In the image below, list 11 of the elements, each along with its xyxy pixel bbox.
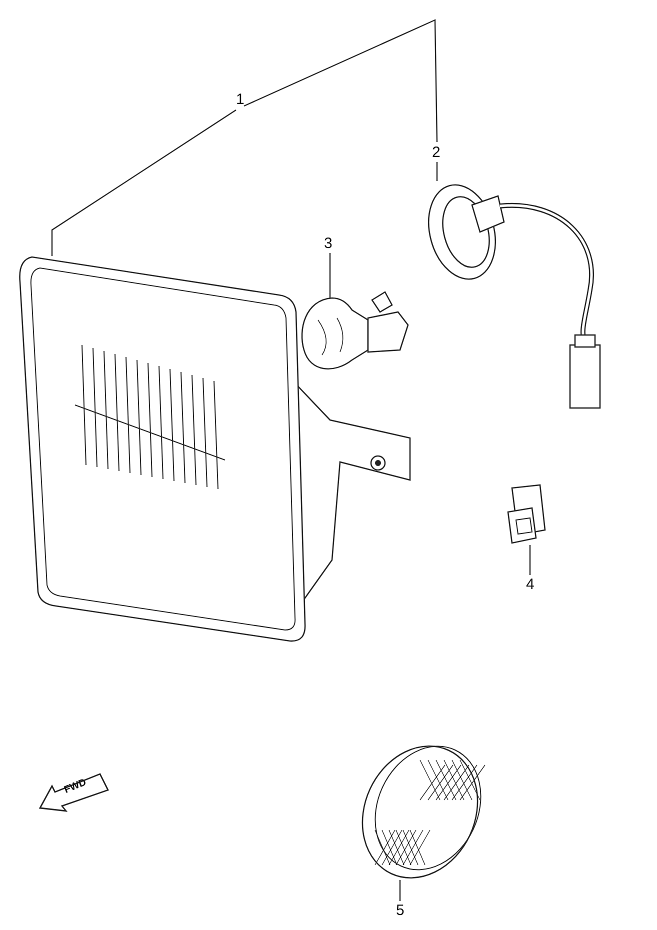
- callout-number: 1: [236, 92, 244, 108]
- direction-label: FWD: [62, 777, 88, 796]
- callout-number: 5: [396, 903, 404, 919]
- callout-number: 3: [324, 236, 332, 252]
- leader-line: [529, 545, 531, 575]
- leader-line: [399, 880, 401, 901]
- callout-number: 2: [432, 145, 440, 161]
- leader-line: [51, 110, 236, 256]
- leader-line: [436, 162, 438, 181]
- leader-line: [329, 253, 331, 298]
- callout-number: 4: [526, 577, 534, 593]
